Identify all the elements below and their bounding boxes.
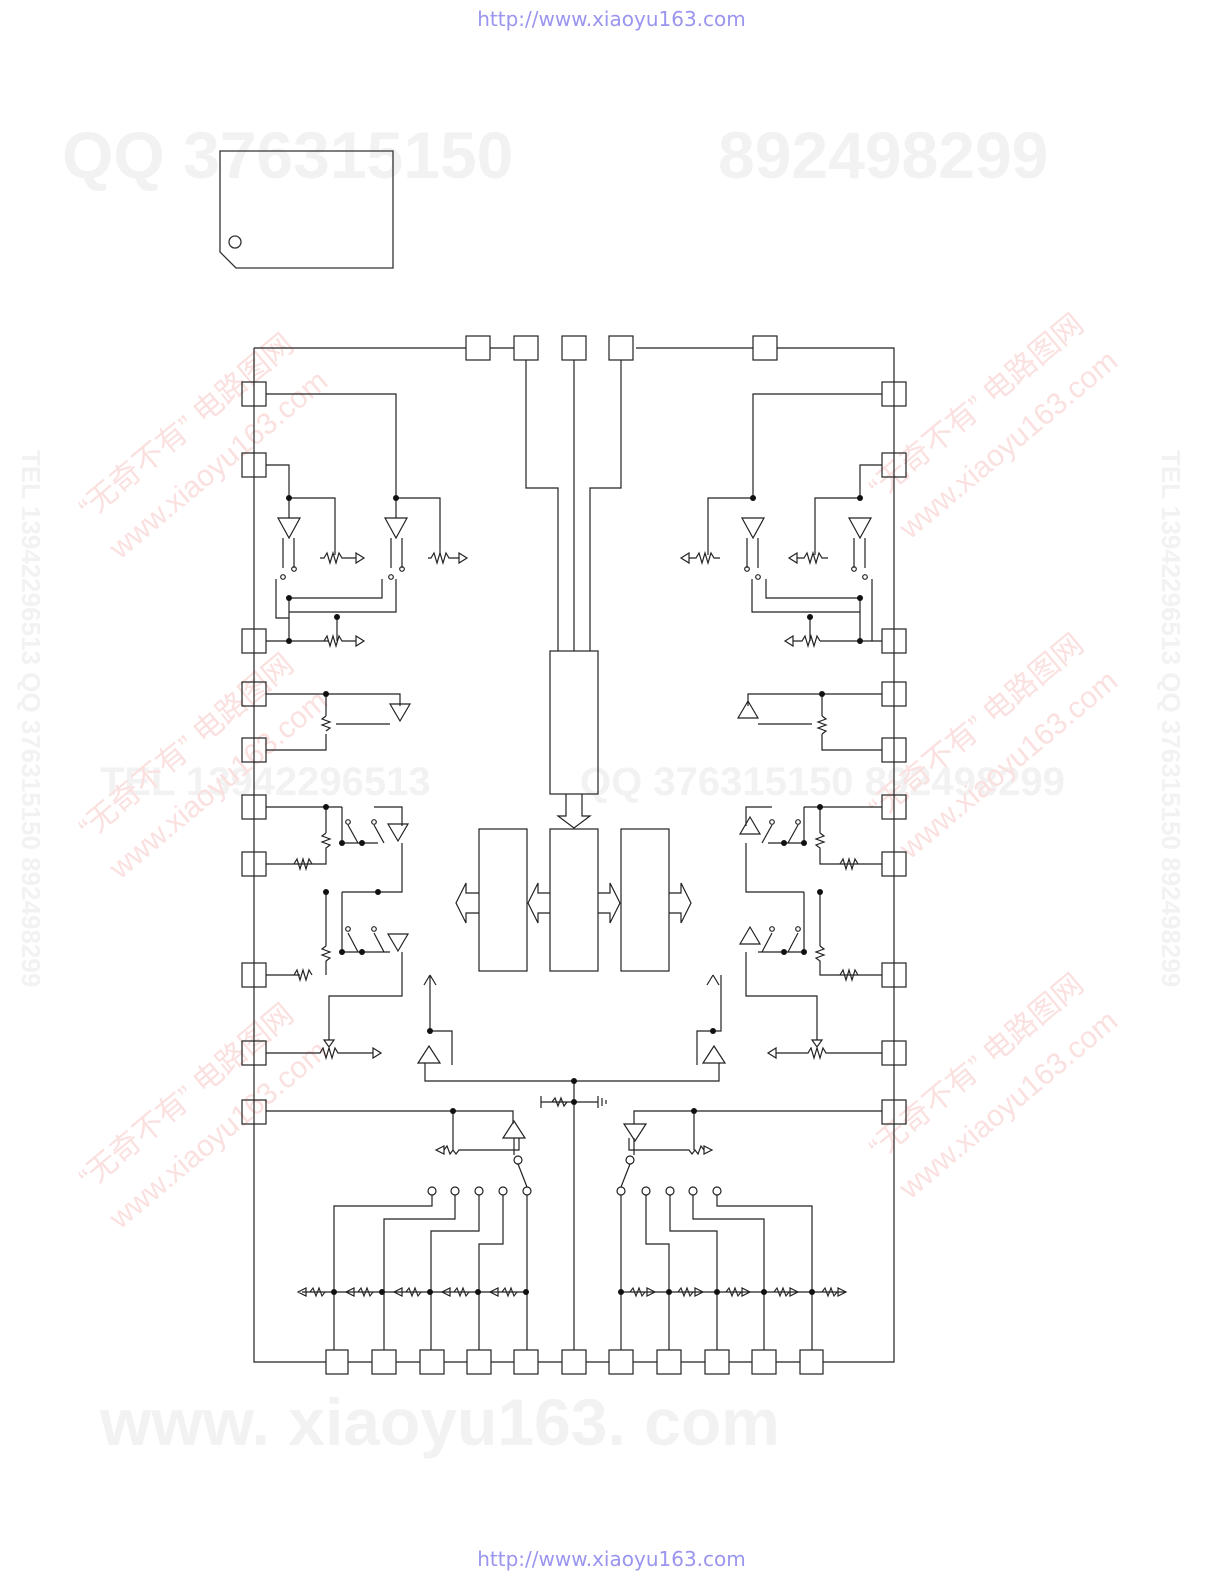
- block-right: [620, 828, 670, 972]
- watermark-qq-top-1: QQ 376315150: [62, 118, 513, 192]
- watermark-tel-mid: TEL 13942296513: [100, 760, 431, 804]
- right-selector-wiring: [633, 1110, 882, 1156]
- pin-right-10: [881, 1099, 907, 1125]
- pin-bottom-2: [371, 1349, 397, 1375]
- left-mid-resistor: [323, 633, 356, 649]
- left-opamp-tone-2: [386, 933, 410, 953]
- pin-top-2: [513, 335, 539, 361]
- ic-package-outline: [219, 150, 394, 269]
- right-top-resistor-2: [797, 550, 828, 566]
- left-top-opamps: [276, 517, 409, 540]
- left-selector-opamp: [501, 1119, 527, 1139]
- header-url[interactable]: http://www.xiaoyu163.com: [477, 7, 746, 31]
- pin-bottom-10: [751, 1349, 777, 1375]
- pin-bottom-6: [561, 1349, 587, 1375]
- pin-bottom-5: [513, 1349, 539, 1375]
- block-center-arrow-right: [598, 882, 621, 924]
- pin-bottom-7: [608, 1349, 634, 1375]
- pin-bottom-4: [466, 1349, 492, 1375]
- logic-block: [549, 650, 599, 795]
- left-tone-1: [266, 806, 403, 865]
- right-tone-2: [803, 892, 882, 983]
- pin-top-1: [465, 335, 491, 361]
- block-right-arrow: [669, 882, 692, 924]
- pin-bottom-8: [656, 1349, 682, 1375]
- watermark-qq-top-2: 892498299: [718, 118, 1048, 192]
- block-center: [549, 828, 599, 972]
- circuit: [241, 335, 907, 1375]
- left-selector-wiring: [266, 1110, 514, 1156]
- pin-left-10: [241, 1099, 267, 1125]
- left-out-resistor: [266, 1045, 373, 1061]
- pin1-marker: [228, 235, 242, 249]
- right-vol-1: [747, 693, 882, 751]
- watermark-site-bottom: www. xiaoyu163. com: [99, 1385, 780, 1459]
- pin-bottom-3: [419, 1349, 445, 1375]
- block-left-arrow: [455, 882, 479, 924]
- left-opamp-vol-1: [388, 703, 412, 723]
- left-top-resistor-2: [428, 550, 459, 566]
- left-tone-2: [266, 892, 343, 983]
- right-top-opamps: [740, 517, 873, 540]
- logic-arrow: [556, 794, 592, 829]
- left-opamp-tone-1: [386, 823, 410, 843]
- right-top-resistor-1: [689, 550, 720, 566]
- right-opamp-tone-1: [738, 815, 762, 835]
- pin-bottom-1: [325, 1349, 349, 1375]
- pin-bottom-9: [704, 1349, 730, 1375]
- pin-bottom-11: [799, 1349, 824, 1375]
- left-buffer-out: [423, 974, 453, 1065]
- pin-top-4: [608, 335, 634, 361]
- right-opamp-vol-1: [736, 699, 760, 719]
- pin-top-3: [561, 335, 587, 361]
- right-out-resistor: [776, 1045, 882, 1061]
- watermark-vertical-left: TEL 13942296513 QQ 376315150 892498299: [16, 450, 46, 987]
- watermark-vertical-right: TEL 13942296513 QQ 376315150 892498299: [1156, 450, 1186, 987]
- watermark-layer: QQ 376315150 892498299 TEL 13942296513 Q…: [16, 118, 1186, 1459]
- left-top-resistor-1: [320, 550, 356, 566]
- block-center-arrow-left: [527, 882, 550, 924]
- left-buffer-opamp: [416, 1044, 442, 1064]
- block-left: [478, 828, 528, 972]
- outer-bus: [253, 347, 895, 1363]
- pin-top-5: [752, 335, 778, 361]
- right-opamp-tone-2: [738, 925, 762, 945]
- footer-url[interactable]: http://www.xiaoyu163.com: [477, 1547, 746, 1571]
- input-resistor-zigzags: [309, 1286, 838, 1298]
- right-buffer-opamp: [701, 1044, 727, 1064]
- right-selector-opamp: [622, 1123, 648, 1143]
- watermark-qq-mid: QQ 376315150 892498299: [580, 760, 1065, 804]
- center-reference: [540, 1081, 607, 1350]
- control-bus: [525, 360, 622, 651]
- junction-dots: [286, 495, 863, 1295]
- right-mid-resistor: [793, 633, 821, 649]
